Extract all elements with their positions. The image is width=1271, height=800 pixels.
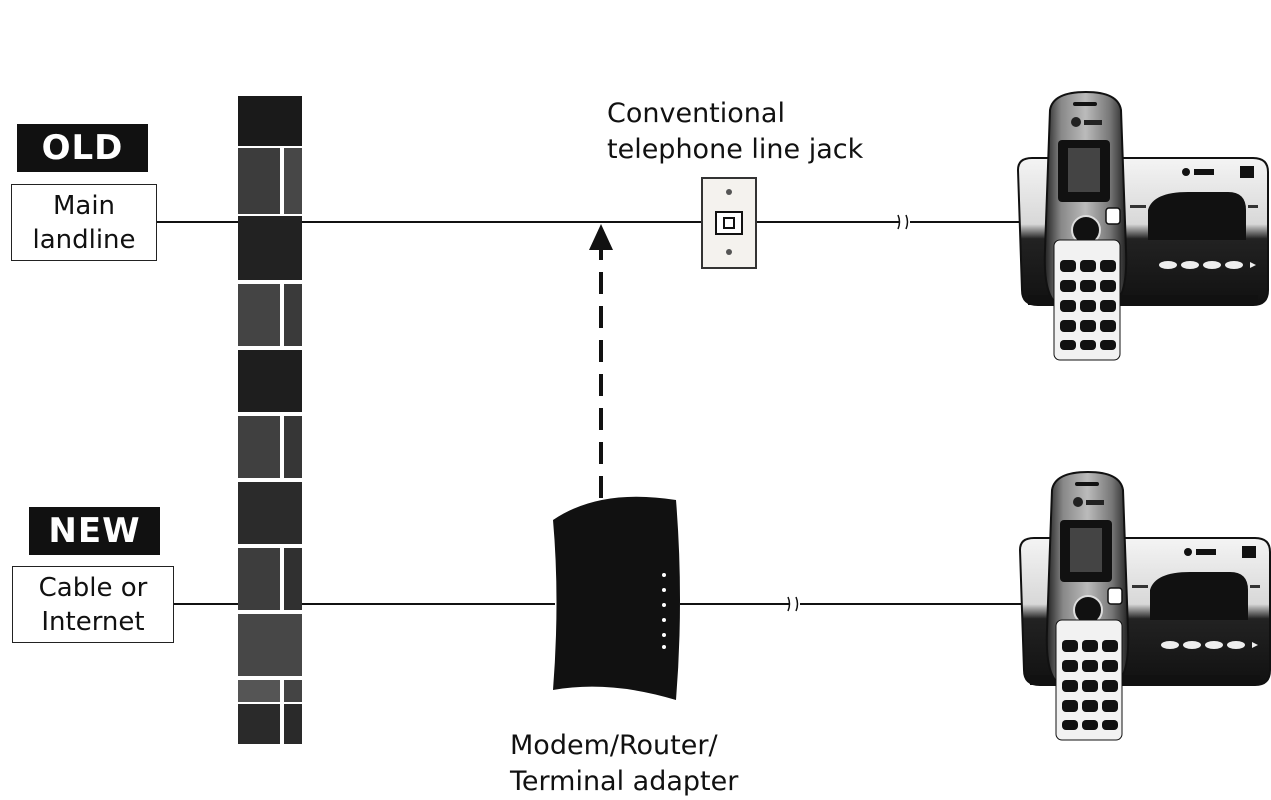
new-line <box>174 596 1022 612</box>
modem-label-line1: Modem/Router/ <box>510 730 718 761</box>
jack-label-line2: telephone line jack <box>607 134 864 165</box>
modem-label-line2: Terminal adapter <box>510 766 739 797</box>
wall <box>238 96 302 744</box>
dashed-arrow <box>589 224 613 498</box>
main-landline-box: Main landline <box>11 184 157 261</box>
modem-label: Modem/Router/ Terminal adapter <box>510 728 738 800</box>
old-tag: OLD <box>17 124 148 172</box>
modem-icon <box>553 496 680 700</box>
new-phone-icon <box>1019 471 1271 741</box>
jack-label-line1: Conventional <box>607 98 785 129</box>
new-tag: NEW <box>29 507 160 555</box>
old-line <box>157 214 1020 230</box>
wall-jack-icon <box>701 177 757 269</box>
main-landline-line2: landline <box>32 224 136 255</box>
cable-internet-line1: Cable or <box>38 572 148 603</box>
cable-internet-box: Cable or Internet <box>12 566 174 643</box>
main-landline-line1: Main <box>52 190 116 221</box>
old-phone-icon <box>1017 91 1269 361</box>
jack-label: Conventional telephone line jack <box>607 96 863 168</box>
cable-internet-line2: Internet <box>41 606 145 637</box>
